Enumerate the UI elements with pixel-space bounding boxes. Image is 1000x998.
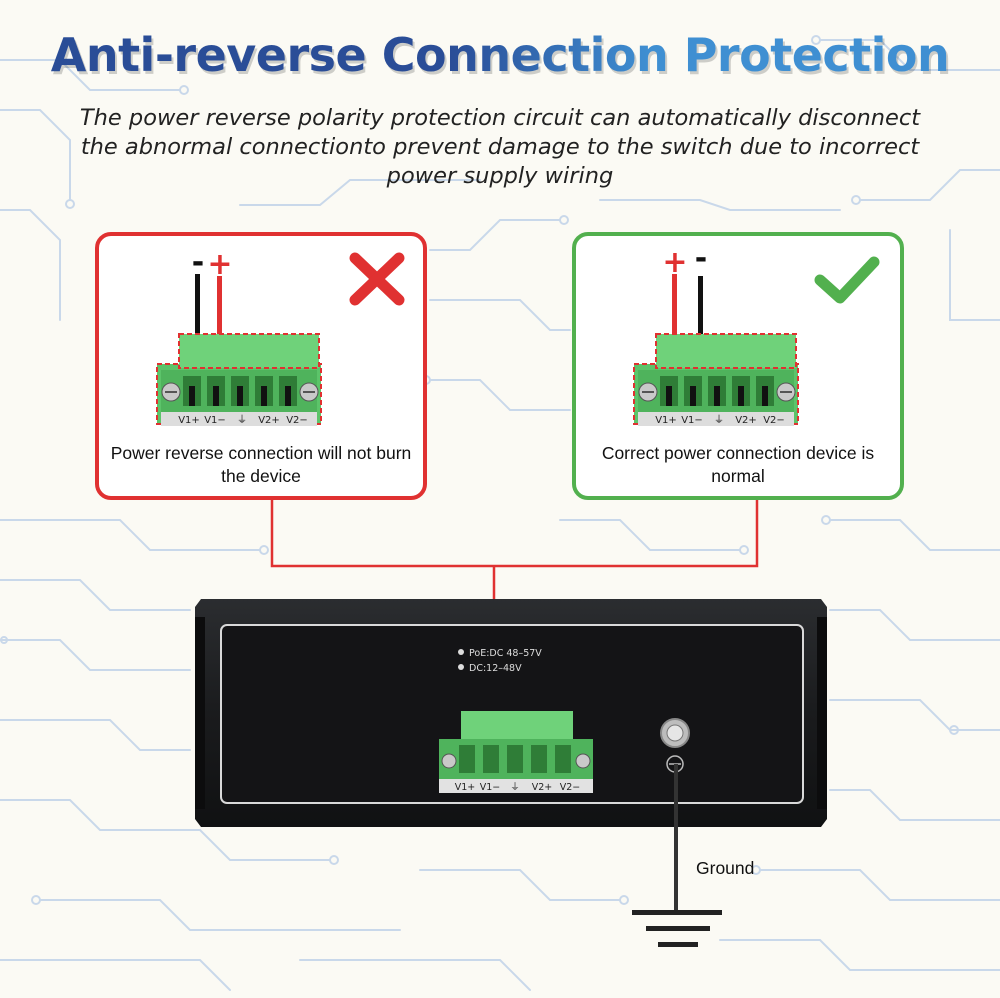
reverse-connection-caption: Power reverse connection will not burn t…: [110, 443, 412, 486]
correct-terminal-diagram: + -: [633, 241, 880, 426]
svg-text:⏚: ⏚: [510, 782, 520, 793]
reverse-terminal-diagram: - +: [156, 245, 405, 426]
terminal-label: V2+: [258, 415, 280, 426]
power-spec-poe: PoE:DC 48–57V: [469, 648, 542, 659]
switch-device-panel: PoE:DC 48–57V DC:12–48V V1+ V1− ⏚ V2+ V2…: [195, 599, 827, 827]
ground-screw-icon: [660, 718, 690, 773]
terminal-label: V1−: [204, 415, 226, 426]
terminal-label: V2−: [763, 415, 785, 426]
terminal-label: V2−: [286, 415, 308, 426]
terminal-label: V2+: [735, 415, 757, 426]
terminal-label: V1+: [178, 415, 200, 426]
device-terminal-label: V2+: [532, 782, 553, 793]
terminal-label: V1+: [655, 415, 677, 426]
terminal-block: V1+ V1− ⏚ V2+ V2−: [156, 333, 322, 426]
correct-connection-caption: Correct power connection device is norma…: [601, 443, 875, 486]
reverse-connection-card: - +: [95, 232, 427, 500]
title-shadow: Anti-reverse Connection Protection: [2, 31, 1000, 85]
device-terminal-label: V1+: [455, 782, 476, 793]
page-subtitle: The power reverse polarity protection ci…: [79, 105, 921, 189]
device-terminal-label: V2−: [560, 782, 581, 793]
svg-text:⏚: ⏚: [237, 414, 247, 426]
terminal-block: V1+ V1− ⏚ V2+ V2−: [633, 333, 799, 426]
cross-icon: [349, 252, 405, 306]
check-icon: [814, 256, 880, 304]
svg-text:⏚: ⏚: [714, 414, 724, 426]
ground-label: Ground: [696, 858, 755, 878]
polarity-right-sign: -: [695, 241, 707, 276]
correct-connection-card: + -: [572, 232, 904, 500]
device-terminal-label: V1−: [480, 782, 501, 793]
polarity-left-sign: -: [192, 245, 204, 280]
power-spec-dc: DC:12–48V: [469, 663, 522, 674]
terminal-label: V1−: [681, 415, 703, 426]
device-terminal-block: V1+ V1− ⏚ V2+ V2−: [439, 711, 593, 793]
page-title: Anti-reverse Connection Protection: [0, 28, 1000, 82]
